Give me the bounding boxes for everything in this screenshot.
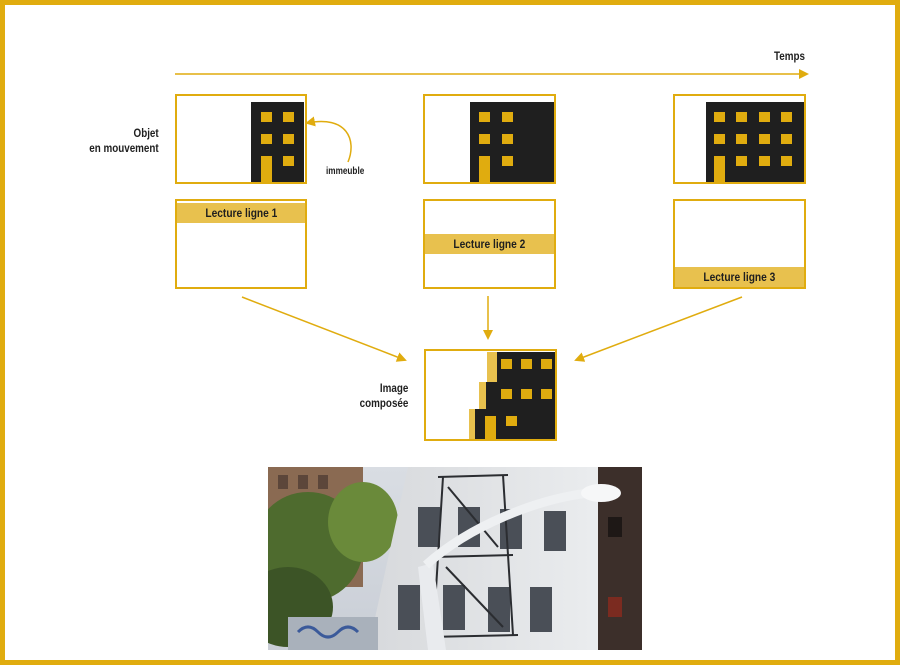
- readout-band-1: Lecture ligne 1: [177, 203, 305, 223]
- rolling-shutter-photo: [268, 467, 642, 650]
- readout-label-1: Lecture ligne 1: [204, 206, 277, 220]
- readout-label-3: Lecture ligne 3: [703, 270, 776, 284]
- readout-frame-1: Lecture ligne 1: [175, 199, 307, 289]
- building-callout-arrow: [305, 116, 352, 163]
- object-frame-3: [673, 94, 806, 184]
- readout-band-3: Lecture ligne 3: [675, 267, 804, 287]
- photo-rolling-shutter-street: [268, 467, 642, 650]
- composed-image-label: Image composée: [359, 381, 408, 410]
- object-frame-2: [423, 94, 556, 184]
- composed-image-frame: [424, 349, 557, 441]
- arrow-from-readout-1: [241, 296, 407, 362]
- readout-frame-2: Lecture ligne 2: [423, 199, 556, 289]
- readout-label-2: Lecture ligne 2: [453, 237, 526, 251]
- readout-frame-3: Lecture ligne 3: [673, 199, 806, 289]
- time-axis-label: Temps: [774, 49, 805, 63]
- readout-band-2: Lecture ligne 2: [425, 234, 554, 254]
- arrow-from-readout-3: [574, 296, 743, 362]
- diagram-graphics: [175, 69, 809, 440]
- building-frame-2: [470, 102, 554, 182]
- composed-building: [469, 352, 557, 440]
- building-frame-1: [251, 102, 304, 182]
- object-frame-1: [175, 94, 307, 184]
- moving-object-label: Objet en mouvement: [89, 126, 159, 155]
- building-frame-3: [706, 102, 804, 182]
- building-label: immeuble: [326, 166, 365, 177]
